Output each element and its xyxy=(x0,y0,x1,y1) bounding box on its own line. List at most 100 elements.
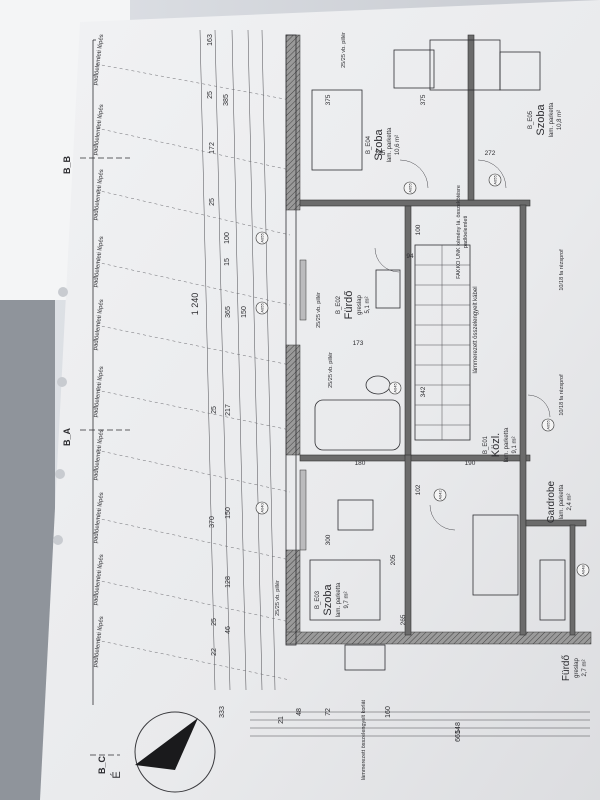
svg-text:100: 100 xyxy=(415,224,422,235)
drawing-sheet xyxy=(40,0,600,800)
svg-text:102: 102 xyxy=(415,484,422,495)
svg-text:25: 25 xyxy=(207,91,214,99)
room-labels: B_E04 Szoba lam. parketta 10,6 m² B_E05 … xyxy=(315,102,588,681)
outer-walls xyxy=(285,34,592,646)
svg-text:333: 333 xyxy=(219,706,226,718)
svg-text:272: 272 xyxy=(485,150,496,157)
svg-text:lam. parketta: lam. parketta xyxy=(559,484,565,519)
svg-text:25/25 vb. pillér: 25/25 vb. pillér xyxy=(328,352,334,388)
svg-text:10,6 m²: 10,6 m² xyxy=(395,135,401,155)
svg-text:A048: A048 xyxy=(581,565,586,575)
svg-text:205: 205 xyxy=(390,554,397,565)
svg-text:Gardrobe: Gardrobe xyxy=(546,480,557,523)
svg-text:163: 163 xyxy=(207,34,214,46)
balcony-bench-icon xyxy=(344,644,386,671)
svg-text:180: 180 xyxy=(355,460,366,467)
svg-text:Fürdő: Fürdő xyxy=(561,655,572,682)
plan-notes: 25/25 vb. pillér 25/25 vb. pillér 25/25 … xyxy=(275,32,565,780)
svg-text:padlóelemleti: padlóelemleti xyxy=(463,216,469,248)
north-arrow-compass: É xyxy=(110,711,216,793)
bottom-dimensions: 333 160 72 48 21 548 661 xyxy=(219,706,590,742)
svg-text:greslap: greslap xyxy=(574,658,580,678)
svg-text:lam. parketta: lam. parketta xyxy=(549,102,555,137)
room-label-b-e02: B_E02 Fürdő greslap 5,1 m² xyxy=(336,291,371,320)
svg-text:Közl.: Közl. xyxy=(490,433,502,457)
svg-text:1 240: 1 240 xyxy=(190,293,200,316)
svg-text:190: 190 xyxy=(465,460,476,467)
dimension-grid xyxy=(199,29,276,691)
sink-icon xyxy=(375,269,401,309)
svg-text:72: 72 xyxy=(325,708,332,716)
svg-text:A055: A055 xyxy=(493,175,498,185)
svg-text:Fürdő: Fürdő xyxy=(343,291,355,320)
armchair-icon xyxy=(393,49,435,89)
svg-text:2,4 m²: 2,4 m² xyxy=(567,493,573,510)
svg-text:265: 265 xyxy=(400,614,407,625)
desk-icon xyxy=(337,499,374,531)
svg-text:Szoba: Szoba xyxy=(322,584,334,616)
room-label-b-e04: B_E04 Szoba lam. parketta 10,6 m² xyxy=(366,127,401,162)
svg-text:lam. parketta: lam. parketta xyxy=(336,582,342,617)
svg-text:128: 128 xyxy=(225,576,232,588)
svg-text:25: 25 xyxy=(209,198,216,206)
svg-text:A055: A055 xyxy=(260,233,265,243)
svg-text:2,7 m²: 2,7 m² xyxy=(582,659,588,676)
bed-icon xyxy=(311,89,363,171)
punch-holes xyxy=(53,287,68,545)
svg-text:A045: A045 xyxy=(393,383,398,393)
svg-text:15: 15 xyxy=(224,258,231,266)
room-label-b-e03: B_E03 Szoba lam. parketta 9,7 m² xyxy=(315,582,350,617)
shower-icon xyxy=(539,559,566,621)
svg-text:10/18 fa rézsprof: 10/18 fa rézsprof xyxy=(559,374,565,416)
room-label-b-e05: B_E05 Szoba lam. parketta 10,8 m² xyxy=(528,102,563,137)
svg-text:greslap: greslap xyxy=(357,295,363,315)
svg-text:Szoba: Szoba xyxy=(373,129,385,161)
svg-text:Szoba: Szoba xyxy=(535,104,547,136)
svg-text:661: 661 xyxy=(455,730,462,742)
svg-text:A042: A042 xyxy=(438,490,443,500)
room-label-gardrobe: Gardrobe lam. parketta 2,4 m² xyxy=(546,480,573,523)
svg-text:A040: A040 xyxy=(260,503,265,513)
svg-text:B_E05: B_E05 xyxy=(528,110,534,129)
svg-text:342: 342 xyxy=(420,386,427,397)
svg-text:A055: A055 xyxy=(546,420,551,430)
sofa-icon xyxy=(429,39,501,91)
svg-text:A055: A055 xyxy=(408,183,413,193)
bed-icon-2 xyxy=(309,559,381,621)
svg-text:B_C: B_C xyxy=(97,756,107,775)
svg-text:B_E01: B_E01 xyxy=(483,435,489,454)
svg-text:21: 21 xyxy=(278,716,285,724)
svg-text:lam. parketta: lam. parketta xyxy=(504,427,510,462)
svg-text:160: 160 xyxy=(385,706,392,718)
svg-text:25/25 vb. pillér: 25/25 vb. pillér xyxy=(341,32,347,68)
svg-text:375: 375 xyxy=(325,94,332,105)
svg-text:365: 365 xyxy=(225,306,232,318)
interior-dimensions: 375 285 375 272 100 94 173 180 190 102 3… xyxy=(325,94,496,625)
svg-text:217: 217 xyxy=(225,404,232,416)
svg-text:lámmerezett összelengyelt korl: lámmerezett összelengyelt korlát xyxy=(361,699,367,780)
svg-text:9,1 m²: 9,1 m² xyxy=(512,436,518,453)
svg-text:25: 25 xyxy=(211,406,218,414)
bathtub-icon xyxy=(314,399,401,451)
furniture xyxy=(309,39,566,671)
svg-text:370: 370 xyxy=(209,516,216,528)
door-swings xyxy=(374,159,551,531)
svg-text:B_B: B_B xyxy=(62,156,72,175)
svg-text:25/25 vb. pillér: 25/25 vb. pillér xyxy=(316,292,322,328)
svg-text:285: 285 xyxy=(375,150,386,157)
svg-text:94: 94 xyxy=(406,253,414,260)
svg-text:5,1 m²: 5,1 m² xyxy=(365,296,371,313)
svg-text:100: 100 xyxy=(224,232,231,244)
svg-text:B_A: B_A xyxy=(62,428,72,447)
svg-text:548: 548 xyxy=(455,722,462,734)
callouts: A055 A055 A040 A055 A055 A055 A045 A042 … xyxy=(255,173,590,577)
svg-text:173: 173 xyxy=(353,340,364,347)
svg-text:10/18 fa rézsprof: 10/18 fa rézsprof xyxy=(559,249,565,291)
svg-text:25/25 vb. pillér: 25/25 vb. pillér xyxy=(275,580,281,616)
svg-text:lam. parketta: lam. parketta xyxy=(387,127,393,162)
rafter-lines xyxy=(95,63,291,681)
section-markers: B_B B_A B_C xyxy=(62,156,130,775)
room-label-b-e01: B_E01 Közl. lam. parketta 9,1 m² xyxy=(483,427,518,462)
svg-text:B_E02: B_E02 xyxy=(336,295,342,314)
